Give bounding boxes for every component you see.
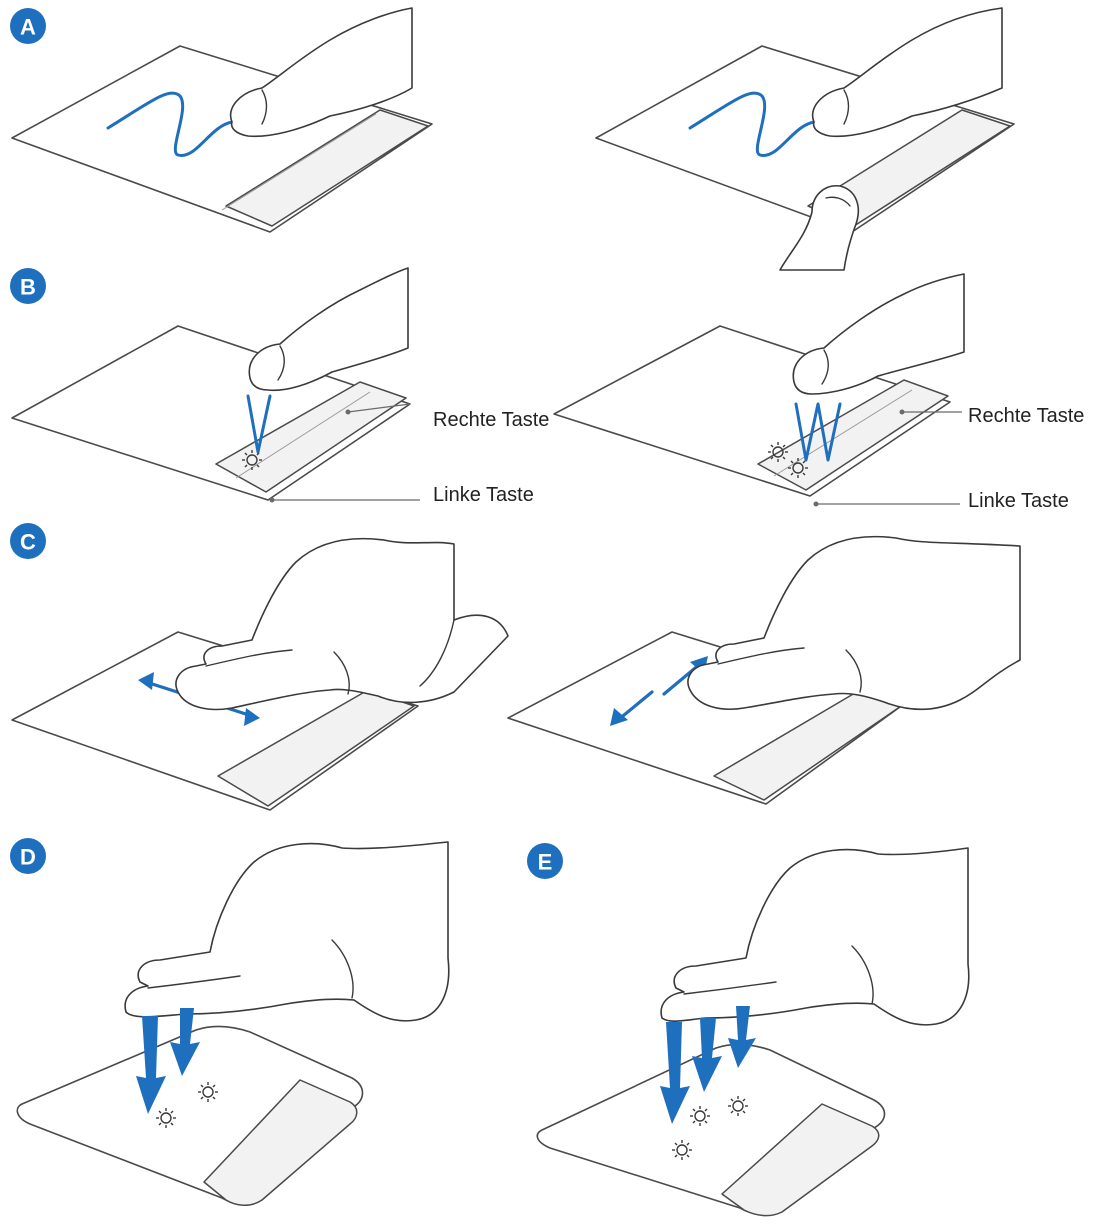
- touchpad-d: [16, 841, 450, 1206]
- touchpad-a-left: [11, 7, 433, 233]
- badge-b-label: B: [20, 275, 36, 300]
- arrow-down-icon: [660, 1006, 756, 1124]
- badge-d-label: D: [20, 845, 36, 870]
- finger-icon: [811, 7, 1003, 138]
- section-d: D: [10, 838, 450, 1206]
- section-a: A: [10, 7, 1015, 271]
- label-left-button: Linke Taste: [968, 490, 1069, 512]
- hand-icon: [687, 535, 1021, 711]
- section-e: E: [527, 843, 970, 1217]
- touchpad-c-left: [11, 537, 509, 811]
- thumb-icon: [779, 185, 860, 271]
- badge-e-label: E: [538, 850, 553, 875]
- touchpad-e: [536, 847, 970, 1217]
- hand-icon: [660, 847, 970, 1026]
- hand-icon: [175, 537, 509, 711]
- finger-icon: [229, 7, 413, 138]
- badge-e: E: [527, 843, 563, 879]
- arrow-down-icon: [136, 1008, 200, 1114]
- touchpad-c-right: [507, 535, 1021, 805]
- badge-d: D: [10, 838, 46, 874]
- badge-a: A: [10, 8, 46, 44]
- label-right-button: Rechte Taste: [433, 409, 549, 431]
- section-b: B Rechte Taste Linke Taste: [10, 267, 1084, 512]
- pointer-trace: [106, 91, 234, 157]
- label-right-button: Rechte Taste: [968, 405, 1084, 427]
- badge-c-label: C: [20, 530, 36, 555]
- section-c: C: [10, 523, 1021, 811]
- badge-b: B: [10, 268, 46, 304]
- touchpad-a-right: [595, 7, 1015, 271]
- double-arrow-icon: [610, 656, 708, 726]
- label-left-button: Linke Taste: [433, 484, 534, 506]
- finger-icon: [792, 273, 965, 395]
- hand-icon: [124, 841, 450, 1022]
- double-tap-trace: [794, 402, 842, 462]
- touchpad-b-right: [553, 273, 965, 507]
- pointer-trace: [688, 91, 816, 157]
- badge-c: C: [10, 523, 46, 559]
- finger-icon: [248, 267, 409, 392]
- single-tap-trace: [246, 394, 272, 454]
- badge-a-label: A: [20, 15, 36, 40]
- leader-line-right: [347, 403, 411, 413]
- touchpad-b-left: [11, 267, 420, 503]
